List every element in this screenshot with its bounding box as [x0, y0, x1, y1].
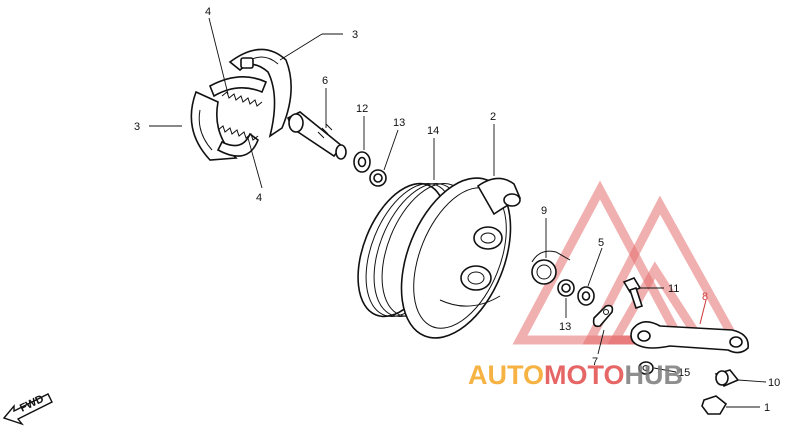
callout-10: 10	[768, 377, 780, 389]
bolt-11	[622, 277, 644, 310]
fwd-arrow-icon	[2, 393, 53, 426]
oil-seal-13-upper	[369, 169, 387, 187]
watermark-text: AUTOMOTOHUB	[468, 360, 683, 390]
brake-panel-2	[400, 177, 522, 339]
watermark-auto: AUTO	[468, 360, 544, 390]
callout-labels: 4 3 6 3 12 13 14 2 4 9 5 11 8 13 7 15 10…	[134, 6, 780, 414]
watermark-hub: HUB	[625, 360, 684, 390]
callout-3-top: 3	[352, 29, 358, 41]
return-spring-9	[531, 250, 571, 285]
callout-7: 7	[592, 356, 598, 368]
wear-indicator-7	[592, 304, 614, 328]
adjusting-nut-1	[701, 395, 728, 415]
callout-9: 9	[541, 205, 547, 217]
oil-seal-13-lower	[557, 279, 575, 297]
brake-shoe-lower	[190, 76, 268, 161]
callout-12: 12	[356, 103, 368, 115]
callout-2: 2	[490, 111, 496, 123]
fwd-direction-indicator: FWD	[2, 393, 53, 426]
callout-6: 6	[322, 75, 328, 87]
washer-12	[353, 151, 371, 173]
brake-arm-8	[630, 321, 749, 354]
callout-1: 1	[764, 402, 770, 414]
brake-spring-lower	[217, 125, 259, 141]
callout-13-upper: 13	[393, 117, 405, 129]
brake-shoe-upper	[228, 48, 292, 138]
callout-3-left: 3	[134, 121, 140, 133]
washer-5	[577, 286, 595, 306]
callout-4-bottom: 4	[256, 192, 262, 204]
leader-lines	[149, 17, 767, 408]
callout-13-lower: 13	[559, 321, 571, 333]
callout-15: 15	[678, 367, 690, 379]
pin-10	[714, 369, 740, 387]
brake-cam-shaft	[286, 111, 347, 160]
watermark-moto: MOTO	[544, 360, 625, 390]
callout-5: 5	[598, 237, 604, 249]
callout-14: 14	[427, 125, 439, 137]
brake-spring-upper	[221, 91, 263, 107]
nut-15	[638, 361, 654, 375]
callout-8: 8	[702, 291, 708, 303]
callout-11: 11	[668, 283, 679, 295]
callout-4-top: 4	[205, 6, 211, 18]
